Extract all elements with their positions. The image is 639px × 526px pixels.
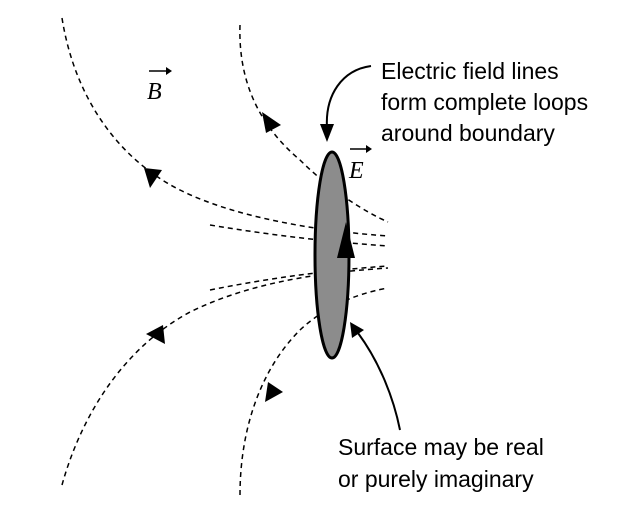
callout-loops-line-2: form complete loops <box>381 89 588 115</box>
field-arrow-top-inner <box>262 112 281 133</box>
b-field-label: B <box>147 79 162 105</box>
field-arrow-bottom-outer <box>146 325 165 344</box>
callout-loops-line-1: Electric field lines <box>381 58 559 84</box>
electric-field-arrow <box>337 222 355 258</box>
e-vector-arrow-icon <box>350 145 372 153</box>
field-line-mid-lower <box>209 265 389 291</box>
field-arrow-top-outer <box>144 168 162 188</box>
field-line-outer-top <box>61 17 389 237</box>
callout-surface-line-1: Surface may be real <box>338 434 544 460</box>
field-line-inner-bottom <box>239 287 389 496</box>
callout-loops-pointer <box>325 65 372 129</box>
callout-loops-arrowhead <box>320 124 334 142</box>
b-vector-arrow-icon <box>149 67 172 75</box>
callout-surface-line-2: or purely imaginary <box>338 466 534 492</box>
callout-surface-arrowhead <box>350 322 364 338</box>
callout-surface-pointer <box>357 332 401 431</box>
field-arrow-bottom-inner <box>265 382 283 402</box>
e-field-label: E <box>348 158 364 184</box>
callout-loops-line-3: around boundary <box>381 120 555 146</box>
field-line-inner-top <box>239 24 389 223</box>
field-line-mid-upper <box>209 224 389 247</box>
